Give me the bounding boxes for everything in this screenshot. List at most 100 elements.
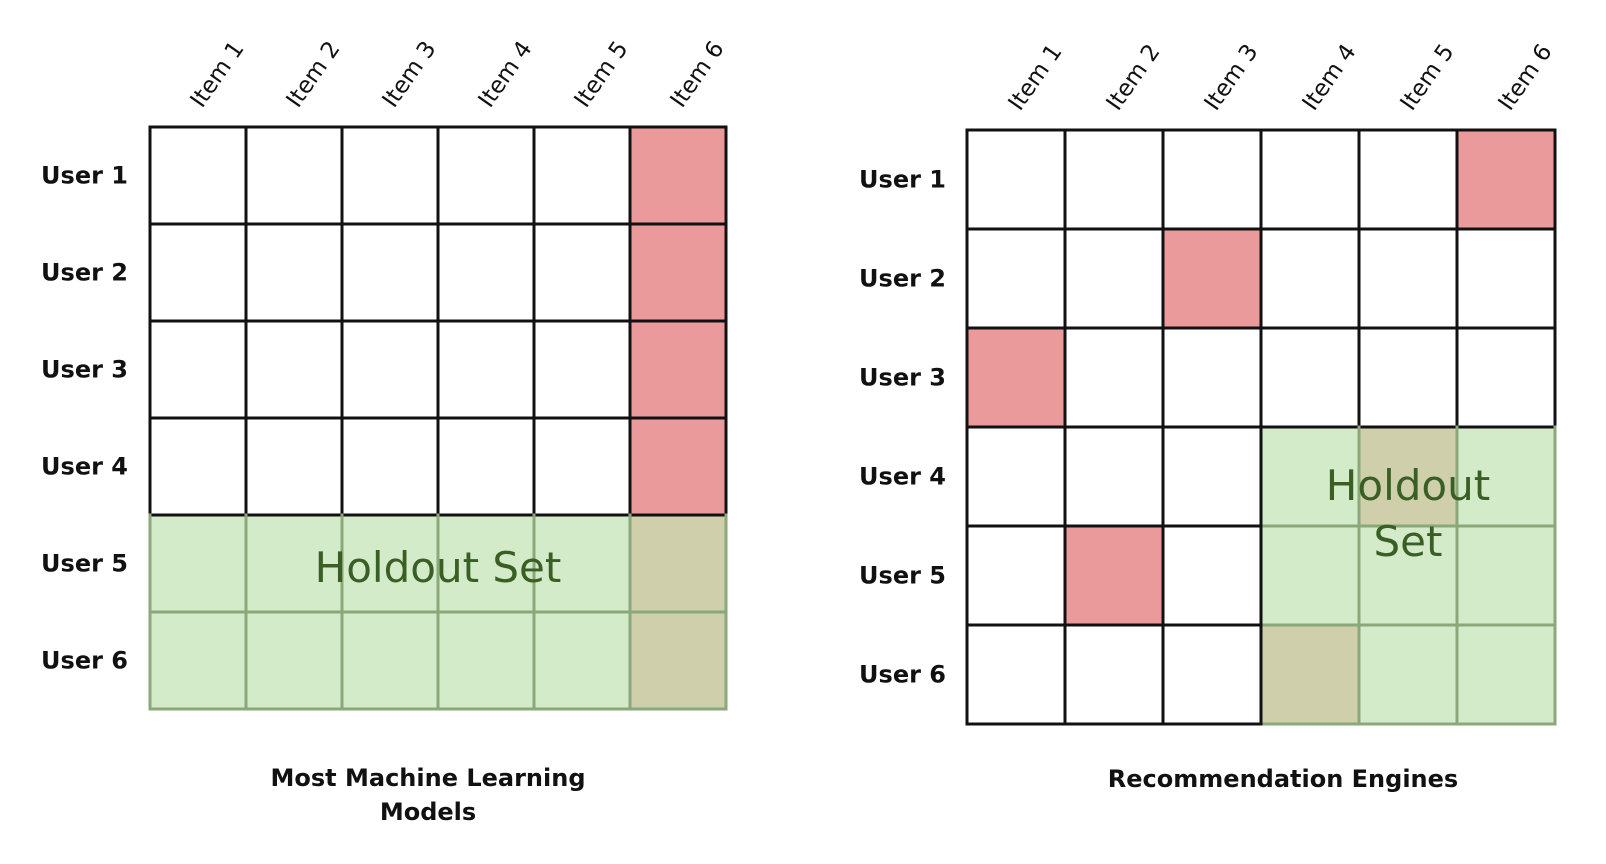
holdout-label: Holdout Set [315, 543, 562, 592]
holdout-highlight-cell [1261, 625, 1359, 724]
holdout-cell [246, 612, 342, 709]
column-label: Item 1 [186, 37, 250, 113]
grid-cell [534, 321, 630, 418]
holdout-cell [1457, 625, 1555, 724]
grid-cell [246, 127, 342, 224]
grid-cell [1457, 328, 1555, 427]
grid-cell [246, 418, 342, 515]
grid-cell [967, 625, 1065, 724]
grid-cell [438, 127, 534, 224]
holdout-cell [150, 515, 246, 612]
grid-cell [342, 127, 438, 224]
panel-left: Item 1 Item 2 Item 3 Item 4 Item 5 Item 6 User… [41, 37, 729, 826]
highlight-cell [630, 321, 726, 418]
holdout-cell [1359, 625, 1457, 724]
grid-cell [1359, 328, 1457, 427]
row-label: User 4 [859, 463, 946, 491]
row-label: User 5 [41, 550, 128, 578]
holdout-cell [1359, 526, 1457, 625]
holdout-highlight-cell [630, 612, 726, 709]
grid-cell [967, 427, 1065, 526]
row-label: User 2 [41, 259, 128, 287]
holdout-cell [150, 612, 246, 709]
holdout-cell [1261, 526, 1359, 625]
column-label: Item 4 [474, 37, 538, 113]
grid-cell [246, 224, 342, 321]
panel-caption: Models [380, 798, 476, 826]
holdout-cell [1457, 526, 1555, 625]
grid-cell [1261, 130, 1359, 229]
grid-cell [1065, 130, 1163, 229]
grid-cell [438, 418, 534, 515]
row-label: User 4 [41, 453, 128, 481]
grid-cell [1163, 130, 1261, 229]
grid-cell [1261, 328, 1359, 427]
highlight-cell [630, 418, 726, 515]
grid-cell [150, 418, 246, 515]
grid-cell [438, 321, 534, 418]
column-label: Item 3 [1200, 40, 1264, 116]
grid-cell [967, 130, 1065, 229]
grid-cell [1261, 229, 1359, 328]
grid-cell [342, 418, 438, 515]
row-label: User 6 [41, 647, 128, 675]
holdout-highlight-cell [1359, 427, 1457, 526]
holdout-cell [438, 515, 534, 612]
holdout-cell [1261, 427, 1359, 526]
holdout-label: Holdout [1326, 461, 1490, 510]
row-label: User 3 [859, 364, 946, 392]
grid-cell [1163, 526, 1261, 625]
row-label: User 1 [41, 162, 128, 190]
grid-cell [150, 224, 246, 321]
holdout-cell [534, 612, 630, 709]
grid-cell [1065, 427, 1163, 526]
column-label: Item 2 [282, 37, 346, 113]
holdout-label: Set [1374, 517, 1443, 566]
grid-cell [150, 127, 246, 224]
highlight-cell [1457, 130, 1555, 229]
holdout-cell [342, 612, 438, 709]
grid-cell [1163, 625, 1261, 724]
grid-cell [1163, 328, 1261, 427]
grid-cell [150, 321, 246, 418]
grid-cell [967, 229, 1065, 328]
row-label: User 3 [41, 356, 128, 384]
grid-cell [534, 418, 630, 515]
grid-cell [534, 224, 630, 321]
column-label: Item 2 [1102, 40, 1166, 116]
holdout-cell [438, 612, 534, 709]
highlight-cell [1065, 526, 1163, 625]
column-label: Item 5 [570, 37, 634, 113]
grid-cell [1359, 229, 1457, 328]
highlight-cell [630, 127, 726, 224]
grid-cell [1065, 625, 1163, 724]
column-label: Item 3 [378, 37, 442, 113]
grid-cell [1163, 427, 1261, 526]
column-label: Item 1 [1004, 40, 1068, 116]
row-label: User 1 [859, 166, 946, 194]
grid-cell [342, 224, 438, 321]
grid-cell [1359, 130, 1457, 229]
holdout-cell [1457, 427, 1555, 526]
holdout-cell [342, 515, 438, 612]
grid-cell [967, 526, 1065, 625]
grid-cell [246, 321, 342, 418]
panel-caption: Recommendation Engines [1108, 765, 1458, 793]
grid-cell [1065, 328, 1163, 427]
holdout-cell [246, 515, 342, 612]
panel-caption: Most Machine Learning [271, 764, 586, 792]
grid-cell [1065, 229, 1163, 328]
column-label: Item 5 [1396, 40, 1460, 116]
highlight-cell [630, 224, 726, 321]
grid-lines [965, 128, 1557, 726]
highlight-cell [1163, 229, 1261, 328]
grid-cell [1457, 229, 1555, 328]
row-label: User 5 [859, 562, 946, 590]
holdout-cell [534, 515, 630, 612]
column-label: Item 6 [666, 37, 730, 113]
grid-cell [534, 127, 630, 224]
highlight-cell [967, 328, 1065, 427]
grid-lines [148, 125, 728, 711]
